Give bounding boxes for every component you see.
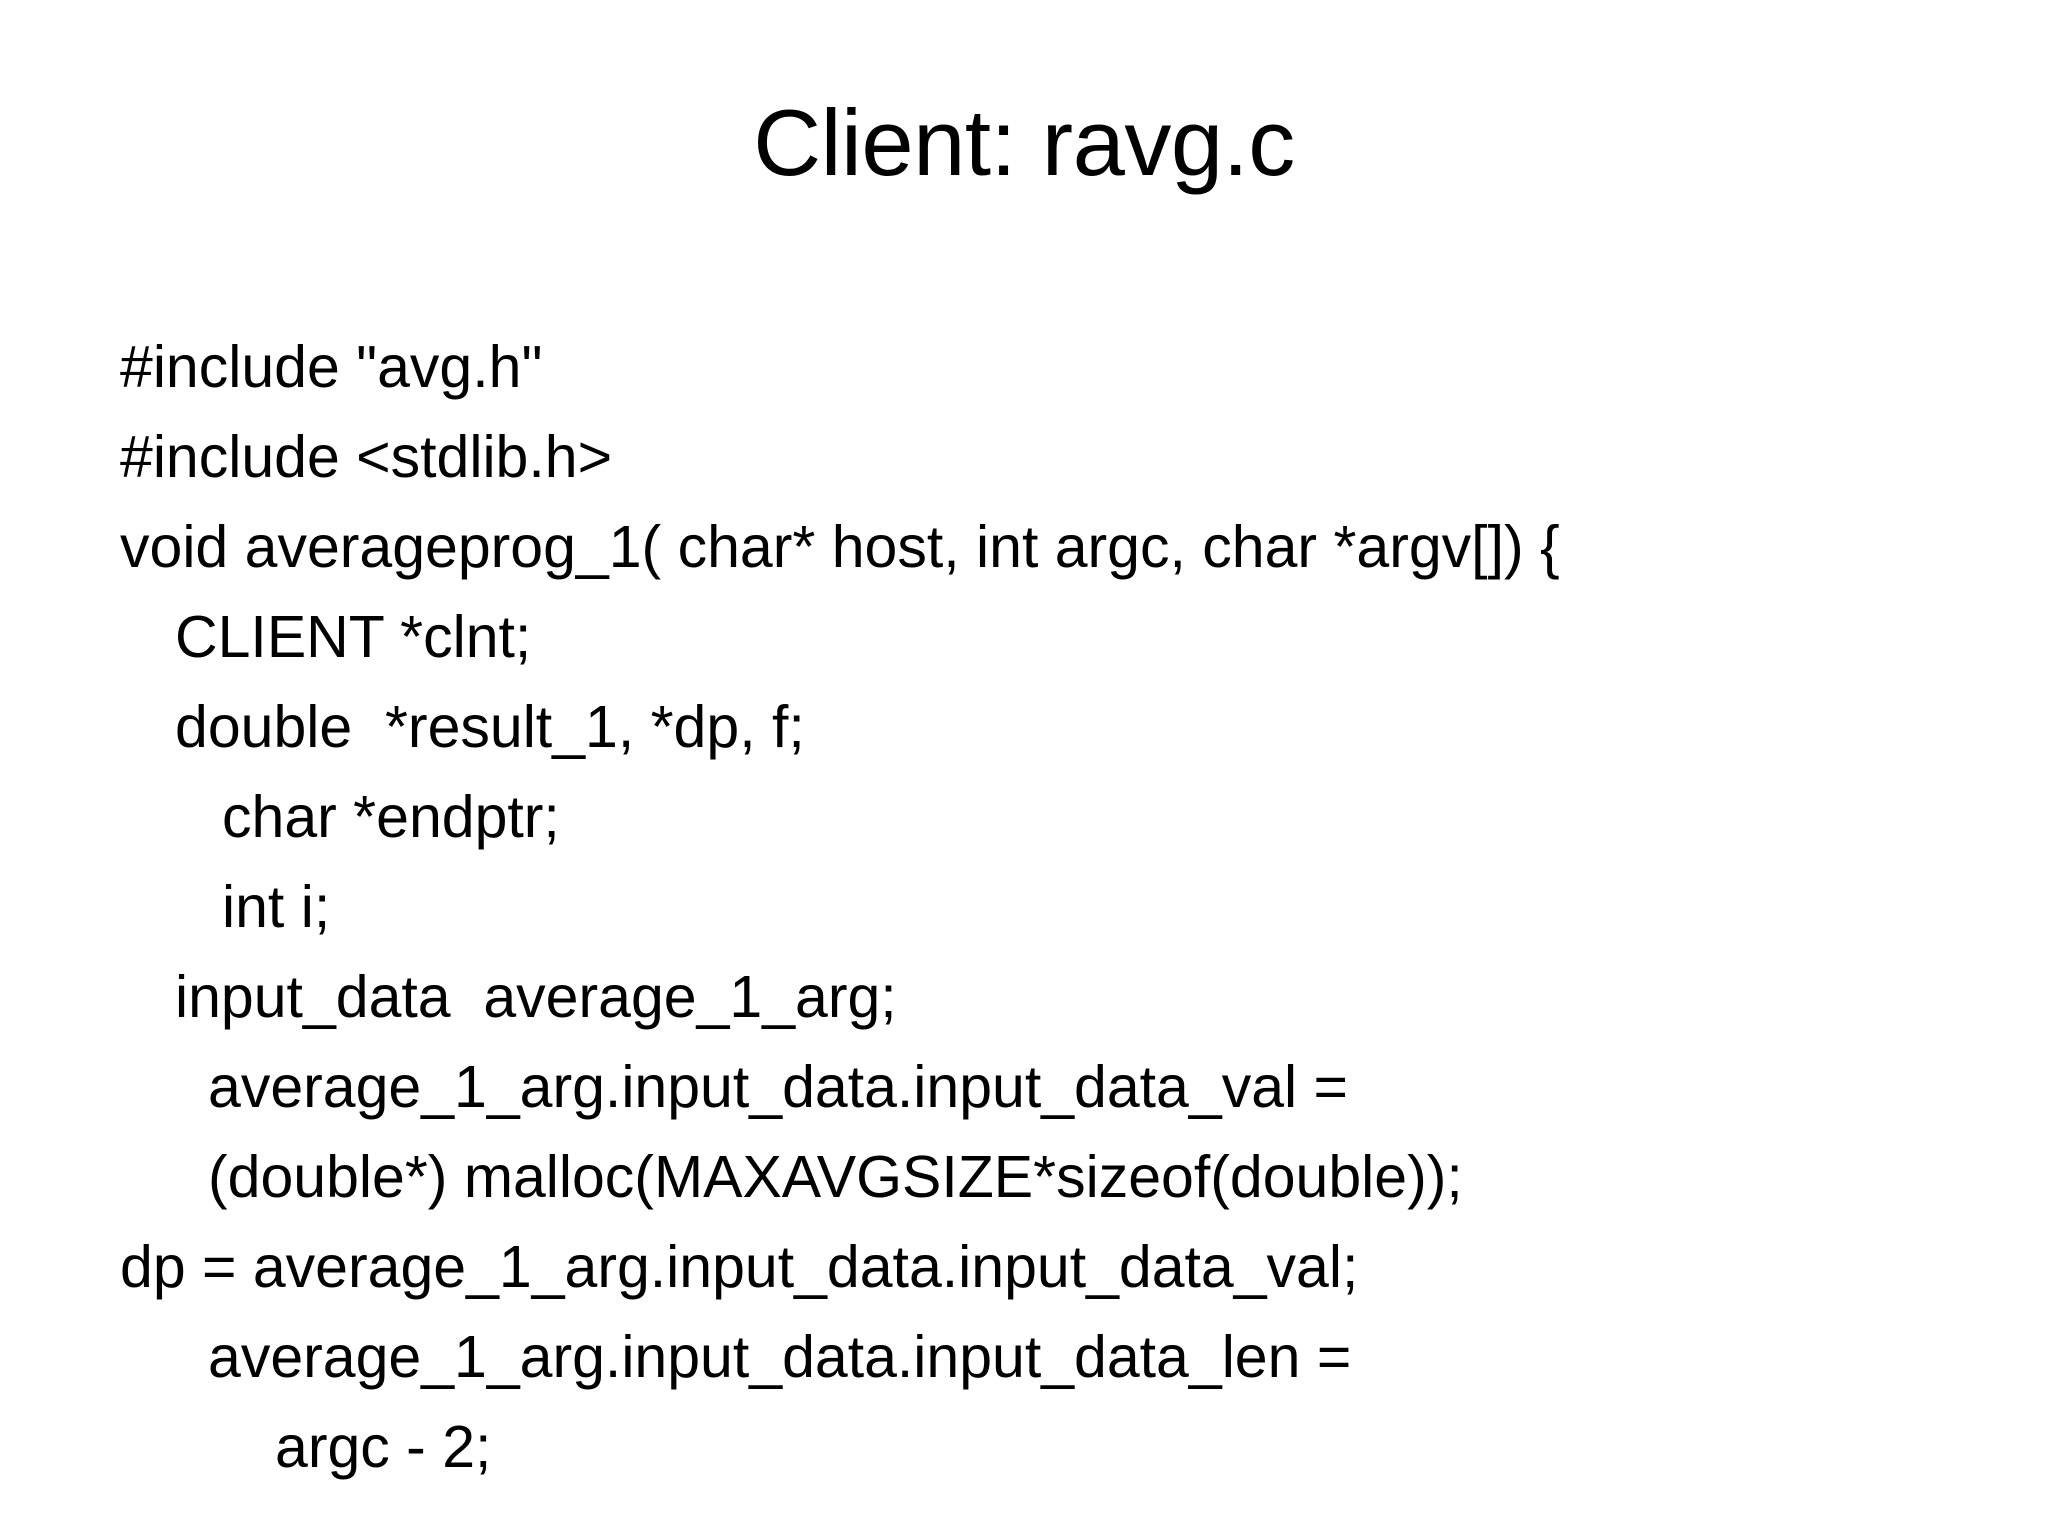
code-line-text: void averageprog_1( char* host, int argc… [120,514,1560,580]
code-line: input_data average_1_arg; [0,968,2048,1027]
code-line: double *result_1, *dp, f; [0,698,2048,757]
code-line-text: input_data average_1_arg; [175,964,897,1030]
code-line-text: average_1_arg.input_data.input_data_val … [208,1054,1348,1120]
code-line: char *endptr; [0,788,2048,847]
page-title: Client: ravg.c [753,90,1295,195]
code-line-text: #include "avg.h" [120,334,543,400]
code-line-text: int i; [222,874,331,940]
code-line: CLIENT *clnt; [0,608,2048,667]
code-line-text: char *endptr; [222,784,560,850]
code-line-text: average_1_arg.input_data.input_data_len … [208,1324,1352,1390]
code-line: void averageprog_1( char* host, int argc… [0,518,2048,577]
code-line: int i; [0,878,2048,937]
code-line: average_1_arg.input_data.input_data_val … [0,1058,2048,1117]
code-line: #include "avg.h" [0,338,2048,397]
code-line: average_1_arg.input_data.input_data_len … [0,1328,2048,1387]
code-block: #include "avg.h" #include <stdlib.h> void … [0,338,2048,1518]
code-line-text: CLIENT *clnt; [175,604,532,670]
code-line: #include <stdlib.h> [0,428,2048,487]
code-line: argc - 2; [0,1418,2048,1477]
code-line: dp = average_1_arg.input_data.input_data… [0,1238,2048,1297]
code-line: (double*) malloc(MAXAVGSIZE*sizeof(doubl… [0,1148,2048,1207]
code-line-text: dp = average_1_arg.input_data.input_data… [120,1234,1359,1300]
code-line-text: (double*) malloc(MAXAVGSIZE*sizeof(doubl… [208,1144,1463,1210]
code-line-text: argc - 2; [275,1414,492,1480]
code-line-text: double *result_1, *dp, f; [175,694,805,760]
code-line-text: #include <stdlib.h> [120,424,613,490]
